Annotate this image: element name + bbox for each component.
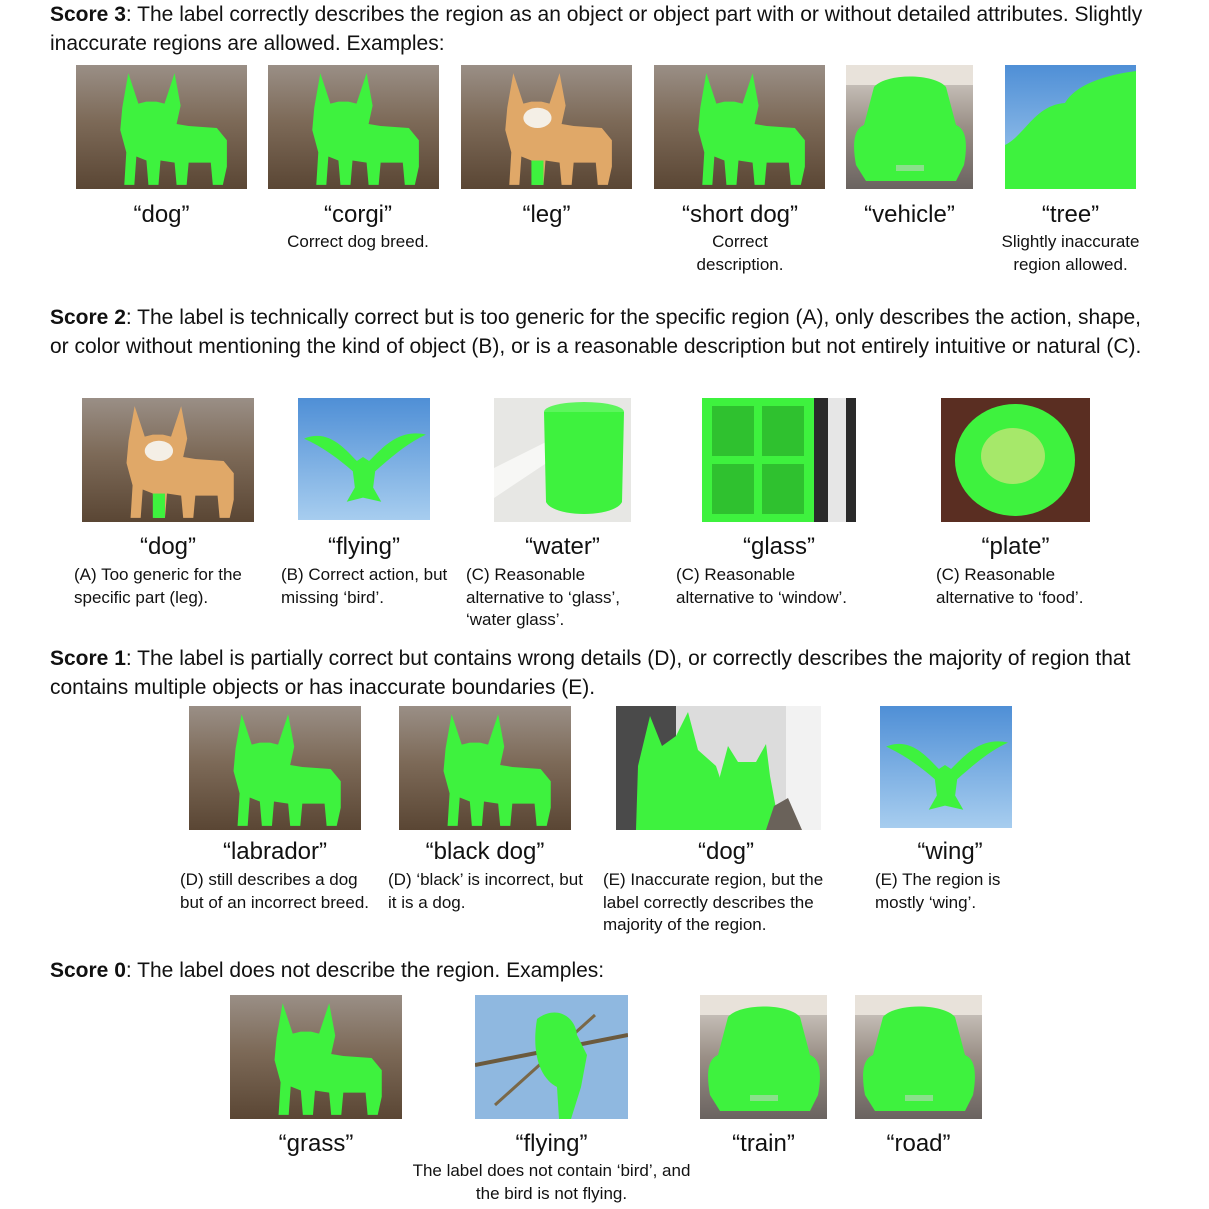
thumb-corgi-mask [268,65,439,189]
score-3-heading: Score 3 [50,3,126,26]
s2-label-1: “dog” [139,533,197,560]
s1-label-2: “black dog” [425,838,545,865]
s2-label-5: “plate” [981,533,1050,560]
s3-note-6: Slightly inaccurate region allowed. [1001,232,1140,274]
s0-label-4: “road” [886,1130,951,1157]
score-0-heading: Score 0 [50,959,126,982]
thumb-leg-mask [461,65,632,189]
thumb-tree-mask [1005,65,1136,189]
s0-label-2: “flying” [515,1130,588,1157]
thumb-perched-bird [475,995,628,1119]
thumb-labrador-mask [189,706,361,830]
s2-note-3: (C) Reasonable alternative to ‘glass’, ‘… [466,565,621,629]
thumb-flying-bird [298,398,430,520]
score-0-text: : The label does not describe the region… [125,959,605,982]
s2-note-4: (C) Reasonable alternative to ‘window’. [676,565,848,607]
score-3-text: : The label correctly describes the regi… [50,3,1143,55]
score-1-title: Score 1: The label is partially correct … [50,644,1160,702]
thumb-dog-mask [76,65,247,189]
thumb-vehicle-mask [846,65,973,189]
thumb-water-glass [494,398,631,522]
s1-label-3: “dog” [697,838,755,865]
score-1-heading: Score 1 [50,647,126,670]
thumb-train-car-mask [700,995,827,1119]
s3-label-5: “vehicle” [864,201,955,228]
s1-note-3: (E) Inaccurate region, but the label cor… [603,870,824,934]
thumb-glass-window [702,398,856,522]
s0-label-1: “grass” [278,1130,354,1157]
thumb-dog-cat-mask [616,706,821,830]
s2-note-1: (A) Too generic for the specific part (l… [74,565,242,607]
score-2-heading: Score 2 [50,306,126,329]
s1-label-4: “wing” [917,838,983,865]
s2-label-2: “flying” [327,533,400,560]
score-2-title: Score 2: The label is technically correc… [50,303,1160,361]
s3-label-4: “short dog” [681,201,799,228]
thumb-wing-bird [880,706,1012,828]
thumb-plate-food [941,398,1090,522]
thumb-grass-dog-mask [230,995,402,1119]
s3-note-2: Correct dog breed. [287,232,429,251]
score-2-text: : The label is technically correct but i… [50,306,1142,358]
s2-label-3: “water” [525,533,600,560]
thumb-black-dog-mask [399,706,571,830]
s0-label-3: “train” [732,1130,795,1157]
s1-label-1: “labrador” [222,838,328,865]
thumb-dog-leg [82,398,254,522]
score-3-title: Score 3: The label correctly describes t… [50,0,1160,58]
s3-label-2: “corgi” [323,201,392,228]
s1-note-4: (E) The region is mostly ‘wing’. [875,870,1001,912]
s3-note-4: Correct description. [696,232,784,274]
s3-label-6: “tree” [1041,201,1100,228]
s2-note-2: (B) Correct action, but missing ‘bird’. [281,565,448,607]
thumb-road-car-mask [855,995,982,1119]
s2-note-5: (C) Reasonable alternative to ‘food’. [936,565,1084,607]
s3-label-1: “dog” [133,201,190,228]
s1-note-2: (D) ‘black’ is incorrect, but it is a do… [388,870,583,912]
score-0-title: Score 0: The label does not describe the… [50,956,1160,985]
score-1-text: : The label is partially correct but con… [50,647,1131,699]
thumb-short-dog-mask [654,65,825,189]
s1-note-1: (D) still describes a dog but of an inco… [180,870,370,912]
s3-label-3: “leg” [522,201,571,228]
s0-note-2: The label does not contain ‘bird’, and t… [412,1161,691,1203]
s2-label-4: “glass” [742,533,815,560]
